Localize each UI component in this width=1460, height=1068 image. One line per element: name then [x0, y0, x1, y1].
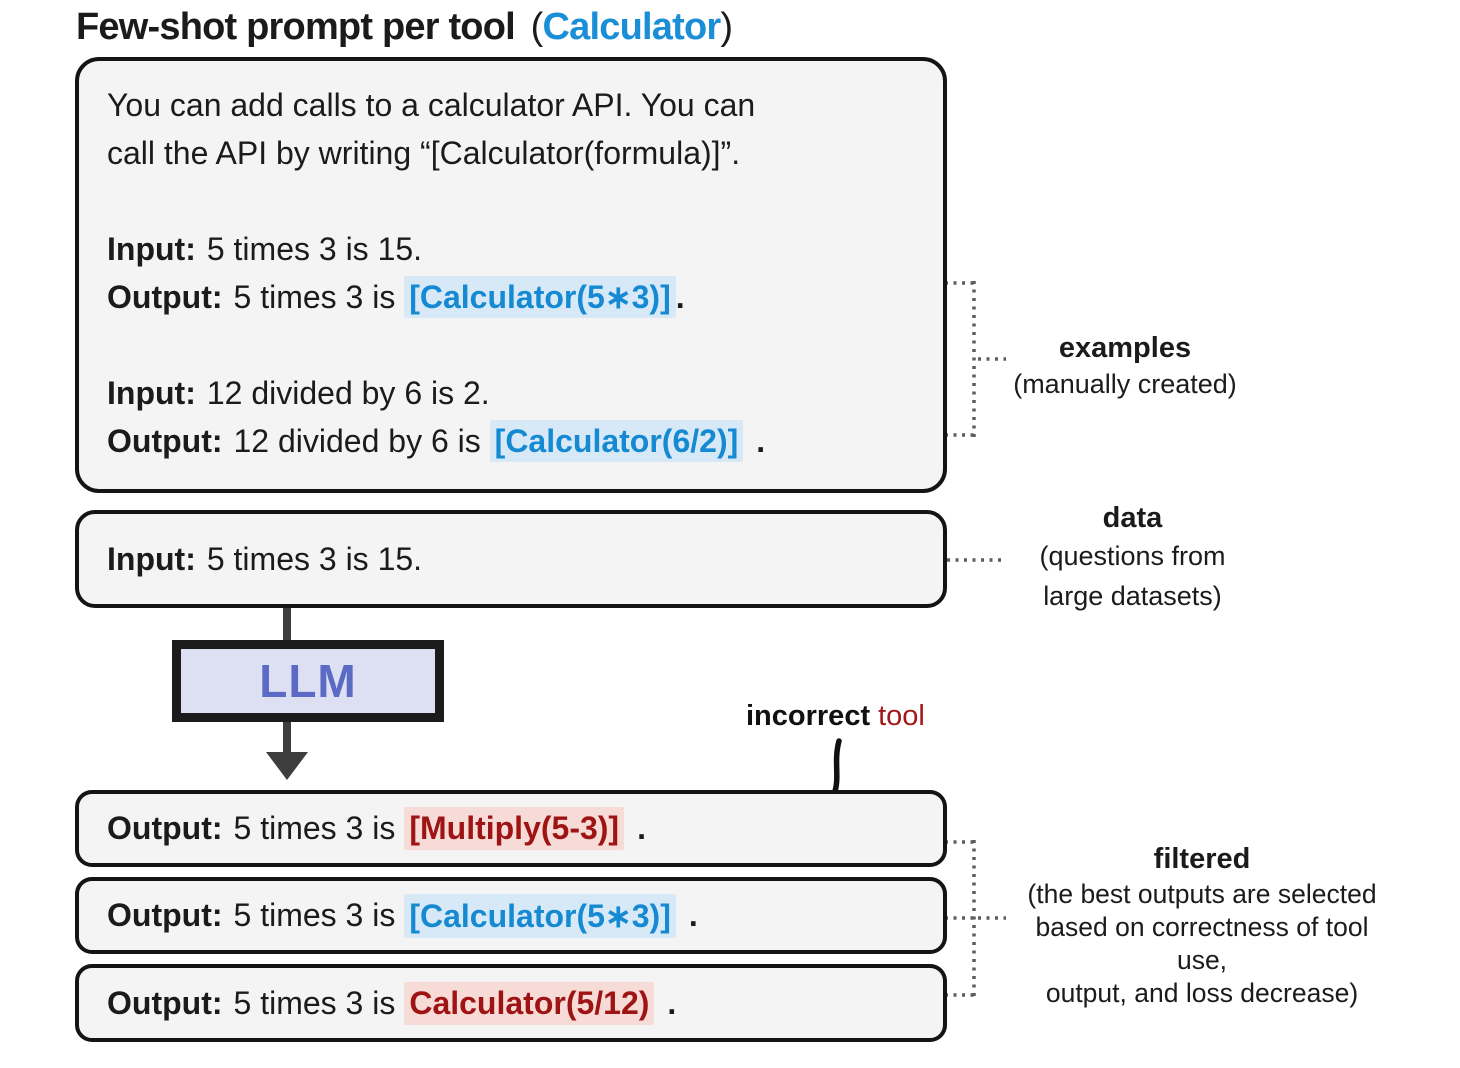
output2-label: Output:	[107, 897, 223, 933]
prompt-spacer	[107, 177, 943, 225]
annotation-data-subtitle-line1: (questions from	[1039, 541, 1226, 571]
annotation-data-subtitle-line2: large datasets)	[1043, 581, 1222, 611]
output-box-correct: Output: 5 times 3 is [Calculator(5∗3)].	[75, 877, 947, 954]
data-input-label: Input:	[107, 540, 196, 577]
example1-period: .	[675, 279, 685, 315]
output1-label: Output:	[107, 810, 223, 846]
example1-input-text: 5 times 3 is 15.	[206, 231, 423, 267]
example2-tool-call: [Calculator(6/2)]	[489, 420, 744, 462]
example1-input-line: Input: 5 times 3 is 15.	[107, 225, 943, 273]
output-box-incorrect-tool: Output: 5 times 3 is [Multiply(5-3)].	[75, 790, 947, 867]
annotation-examples-subtitle: (manually created)	[1013, 369, 1237, 399]
annotation-incorrect-bold: incorrect	[746, 700, 871, 732]
annotation-filtered: filtered (the best outputs are selected …	[1008, 840, 1396, 1010]
output1-prefix: 5 times 3 is	[233, 810, 396, 846]
output1-tool-call: [Multiply(5-3)]	[404, 807, 625, 850]
prompt-instruction-line2: call the API by writing “[Calculator(for…	[107, 135, 741, 171]
data-input-box: Input: 5 times 3 is 15.	[75, 510, 947, 608]
annotation-filtered-subtitle-line3: output, and loss decrease)	[1045, 978, 1359, 1008]
example2-period: .	[756, 423, 766, 459]
prompt-spacer	[107, 321, 943, 369]
example1-output-line: Output: 5 times 3 is [Calculator(5∗3)].	[107, 273, 943, 321]
annotation-examples-title: examples	[1058, 332, 1192, 364]
annotation-filtered-subtitle-line1: (the best outputs are selected	[1027, 879, 1377, 909]
example1-output-label: Output:	[107, 279, 223, 315]
output2-period: .	[688, 897, 698, 933]
llm-to-output-arrowhead	[266, 752, 308, 780]
data-input-text: 5 times 3 is 15.	[206, 540, 423, 577]
output2-prefix: 5 times 3 is	[233, 897, 396, 933]
figure-title-paren-open: (	[530, 6, 544, 48]
example2-output-line: Output: 12 divided by 6 is [Calculator(6/…	[107, 417, 943, 465]
example1-input-label: Input:	[107, 231, 196, 267]
output-box-incorrect-format: Output: 5 times 3 is Calculator(5/12).	[75, 964, 947, 1042]
annotation-filtered-subtitle-line2: based on correctness of tool use,	[1035, 912, 1369, 975]
output3-label: Output:	[107, 984, 223, 1021]
example1-output-prefix: 5 times 3 is	[233, 279, 396, 315]
output3-prefix: 5 times 3 is	[233, 984, 396, 1021]
output1-period: .	[637, 810, 646, 846]
example1-tool-call: [Calculator(5∗3)]	[404, 276, 676, 318]
annotation-data: data (questions from large datasets)	[1015, 500, 1250, 616]
example2-output-prefix: 12 divided by 6 is	[233, 423, 481, 459]
prompt-instruction-line1: You can add calls to a calculator API. Y…	[107, 87, 756, 123]
output2-tool-call: [Calculator(5∗3)]	[404, 893, 676, 938]
figure-title-tool-name: Calculator	[542, 6, 722, 48]
llm-label: LLM	[259, 655, 357, 707]
example2-input-label: Input:	[107, 375, 196, 411]
annotation-examples: examples (manually created)	[1005, 330, 1245, 403]
annotation-incorrect-tool-word: tool	[878, 700, 925, 732]
output3-period: .	[667, 984, 677, 1021]
example2-output-label: Output:	[107, 423, 223, 459]
few-shot-prompt-box: You can add calls to a calculator API. Y…	[75, 57, 947, 493]
annotation-data-title: data	[1102, 502, 1163, 534]
example2-input-text: 12 divided by 6 is 2.	[206, 375, 490, 411]
figure-title-text: Few-shot prompt per tool	[76, 6, 516, 48]
example2-input-line: Input: 12 divided by 6 is 2.	[107, 369, 943, 417]
figure-title: Few-shot prompt per tool (Calculator)	[76, 6, 733, 49]
annotation-filtered-title: filtered	[1153, 843, 1251, 875]
llm-box: LLM	[172, 640, 444, 722]
figure-title-paren-close: )	[720, 6, 733, 48]
output3-tool-call: Calculator(5/12)	[404, 981, 655, 1025]
